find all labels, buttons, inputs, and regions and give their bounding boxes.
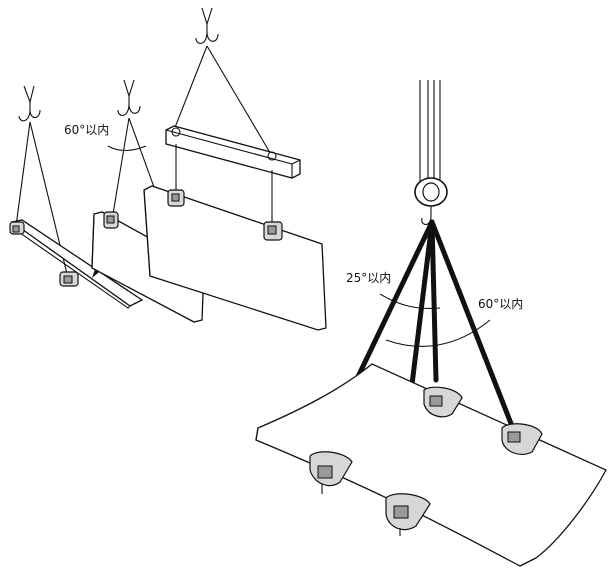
clamp-icon: [501, 423, 543, 455]
crane-hook-icon: [18, 85, 41, 122]
clamp-icon: [167, 189, 185, 207]
clamp-icon: [9, 221, 25, 235]
clamp-icon: [59, 271, 79, 287]
figure-beam-lift: [143, 7, 327, 331]
clamp-icon: [263, 221, 283, 241]
crane-hook-icon: [195, 7, 219, 44]
angle-label: 25°以内: [346, 271, 391, 285]
crane-block-icon: [414, 80, 448, 226]
angle-label: 60°以内: [64, 123, 109, 137]
figure-single-lift: [9, 85, 144, 309]
clamp-icon: [423, 386, 463, 418]
spreader-beam: [165, 125, 301, 179]
curved-steel-plate: [255, 363, 607, 567]
clamp-icon: [385, 493, 431, 536]
clamp-icon: [103, 211, 119, 229]
crane-hook-icon: [117, 79, 141, 116]
clamp-icon: [309, 451, 353, 494]
angle-label: 60°以内: [478, 297, 523, 311]
figure-four-leg-lift: 25°以内 60°以内: [255, 80, 607, 567]
steel-plate: [10, 219, 144, 307]
